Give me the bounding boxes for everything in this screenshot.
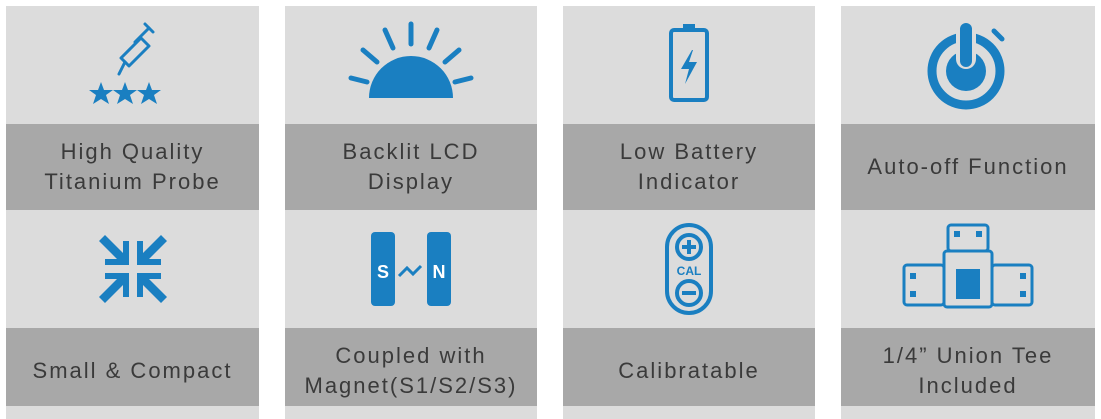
- next-row-strip: [841, 406, 1095, 419]
- calibration-icon: CAL: [665, 223, 713, 315]
- feature-label: High Quality Titanium Probe: [6, 124, 259, 210]
- feature-icon-area: [563, 6, 815, 124]
- magnet-icon: S N: [371, 232, 451, 306]
- feature-label: Low Battery Indicator: [563, 124, 815, 210]
- feature-icon-area: [6, 6, 259, 124]
- next-row-strip: [6, 406, 259, 419]
- magnet-north-label: N: [433, 262, 446, 282]
- probe-icon: [88, 22, 161, 104]
- compact-arrows-icon: [98, 235, 167, 303]
- next-row-strip: [285, 406, 537, 419]
- feature-label-line1: Backlit LCD: [342, 139, 480, 164]
- feature-label: Backlit LCD Display: [285, 124, 537, 210]
- feature-icon-area: S N: [285, 210, 537, 328]
- feature-icon-area: [841, 6, 1095, 124]
- union-tee-icon: [902, 223, 1034, 309]
- feature-icon-area: [6, 210, 259, 328]
- magnet-south-label: S: [377, 262, 389, 282]
- backlit-display-icon: [348, 21, 474, 98]
- feature-label: Calibratable: [563, 328, 815, 414]
- feature-label: Coupled with Magnet(S1/S2/S3): [285, 328, 537, 414]
- battery-icon: [669, 24, 709, 102]
- feature-card-union-tee: 1/4” Union Tee Included: [841, 210, 1095, 414]
- feature-card-low-battery: Low Battery Indicator: [563, 6, 815, 210]
- feature-card-magnet: S N Coupled with Magnet(S1/S2/S3): [285, 210, 537, 414]
- feature-label-line1: Low Battery: [619, 139, 759, 164]
- feature-label-line2: Magnet(S1/S2/S3): [304, 373, 518, 398]
- feature-card-auto-off: Auto-off Function: [841, 6, 1095, 210]
- next-row-strip: [563, 406, 815, 419]
- power-icon: [927, 19, 1005, 110]
- feature-icon-area: CAL: [563, 210, 815, 328]
- feature-label: Small & Compact: [6, 328, 259, 414]
- feature-label-line2: Included: [918, 373, 1018, 398]
- feature-card-backlit-lcd: Backlit LCD Display: [285, 6, 537, 210]
- feature-label: Auto-off Function: [841, 124, 1095, 210]
- feature-label-line1: Calibratable: [618, 358, 760, 383]
- feature-label-line1: High Quality: [60, 139, 205, 164]
- feature-label-line1: Small & Compact: [32, 358, 233, 383]
- feature-card-probe: High Quality Titanium Probe: [6, 6, 259, 210]
- feature-card-calibratable: CAL Calibratable: [563, 210, 815, 414]
- feature-icon-area: [285, 6, 537, 124]
- feature-label-line1: Coupled with: [335, 343, 487, 368]
- feature-label-line2: Indicator: [637, 169, 741, 194]
- feature-icon-area: [841, 210, 1095, 328]
- feature-label-line2: Titanium Probe: [44, 169, 221, 194]
- feature-label-line1: Auto-off Function: [867, 154, 1069, 179]
- feature-label-line1: 1/4” Union Tee: [882, 343, 1054, 368]
- feature-card-small-compact: Small & Compact: [6, 210, 259, 414]
- feature-label-line2: Display: [367, 169, 455, 194]
- cal-label: CAL: [677, 264, 702, 278]
- feature-label: 1/4” Union Tee Included: [841, 328, 1095, 414]
